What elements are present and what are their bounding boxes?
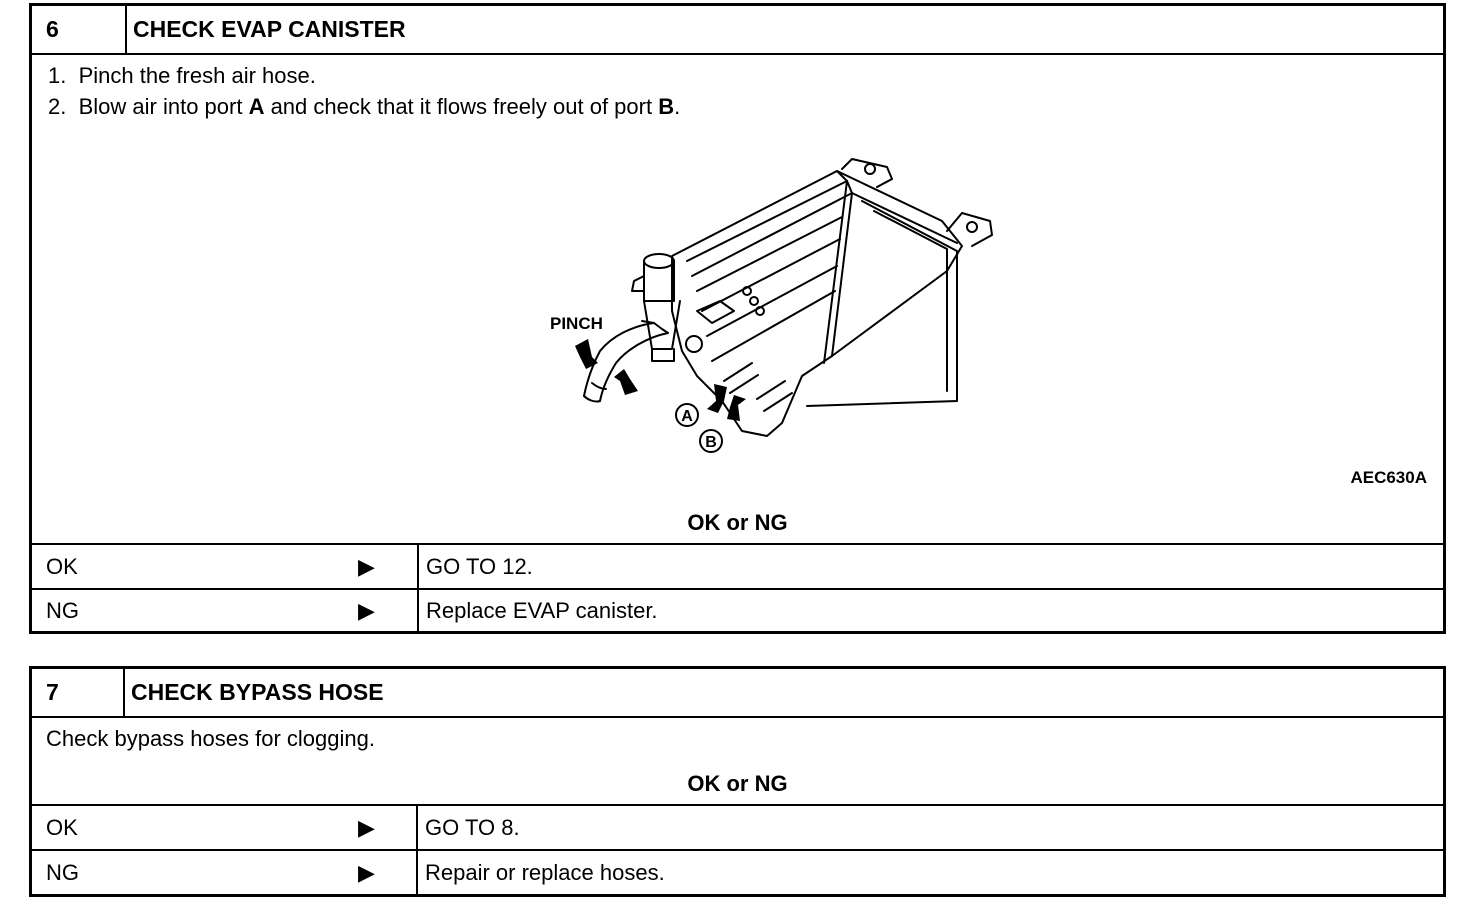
instruction-text: Blow air into port bbox=[78, 94, 249, 119]
port-b-label: B bbox=[705, 434, 717, 451]
instruction-text: . bbox=[674, 94, 681, 119]
play-arrow-icon: ▶ bbox=[358, 553, 375, 579]
result-label: NG bbox=[46, 859, 79, 885]
ok-ng-title: OK or NG bbox=[687, 771, 788, 796]
step-6-header: 6 CHECK EVAP CANISTER bbox=[32, 6, 1443, 55]
result-row-ng: NG ▶ Replace EVAP canister. bbox=[32, 588, 1443, 631]
pinch-label: PINCH bbox=[550, 314, 603, 333]
result-label: OK bbox=[46, 553, 78, 579]
port-b-ref: B bbox=[658, 94, 675, 119]
step-number: 7 bbox=[32, 669, 125, 716]
ok-ng-title: OK or NG bbox=[687, 510, 788, 535]
result-label: NG bbox=[46, 597, 79, 623]
port-a-ref: A bbox=[248, 94, 265, 119]
port-a-label: A bbox=[681, 408, 693, 425]
instruction-text: Check bypass hoses for clogging. bbox=[46, 726, 375, 751]
play-arrow-icon: ▶ bbox=[358, 859, 375, 885]
result-row-ok: OK ▶ GO TO 12. bbox=[32, 543, 1443, 588]
instruction-1: 1. Pinch the fresh air hose. bbox=[48, 63, 316, 89]
result-label: OK bbox=[46, 814, 78, 840]
step-7-header: 7 CHECK BYPASS HOSE bbox=[32, 669, 1443, 718]
result-row-ok: OK ▶ GO TO 8. bbox=[32, 804, 1443, 849]
instruction-number: 1. bbox=[48, 63, 67, 88]
play-arrow-icon: ▶ bbox=[358, 597, 375, 623]
row-divider bbox=[417, 590, 419, 631]
result-action: GO TO 8. bbox=[425, 814, 520, 840]
step-number: 6 bbox=[32, 6, 127, 53]
result-action: Replace EVAP canister. bbox=[426, 597, 658, 623]
result-action: Repair or replace hoses. bbox=[425, 859, 665, 885]
instruction-number: 2. bbox=[48, 94, 67, 119]
result-action: GO TO 12. bbox=[426, 553, 533, 579]
step-title: CHECK BYPASS HOSE bbox=[131, 679, 384, 705]
instruction-text: Pinch the fresh air hose. bbox=[78, 63, 316, 88]
figure-id: AEC630A bbox=[1350, 468, 1427, 487]
evap-canister-figure: PINCH A B bbox=[550, 158, 993, 453]
row-divider bbox=[416, 851, 418, 894]
play-arrow-icon: ▶ bbox=[358, 814, 375, 840]
row-divider bbox=[416, 806, 418, 849]
step-7-box: 7 CHECK BYPASS HOSE Check bypass hoses f… bbox=[29, 666, 1446, 897]
row-divider bbox=[417, 545, 419, 588]
instruction-text: and check that it flows freely out of po… bbox=[264, 94, 659, 119]
result-row-ng: NG ▶ Repair or replace hoses. bbox=[32, 849, 1443, 894]
step-title: CHECK EVAP CANISTER bbox=[133, 16, 406, 42]
step-6-box: 6 CHECK EVAP CANISTER 1. Pinch the fresh… bbox=[29, 3, 1446, 634]
instruction-2: 2. Blow air into port A and check that i… bbox=[48, 94, 680, 120]
